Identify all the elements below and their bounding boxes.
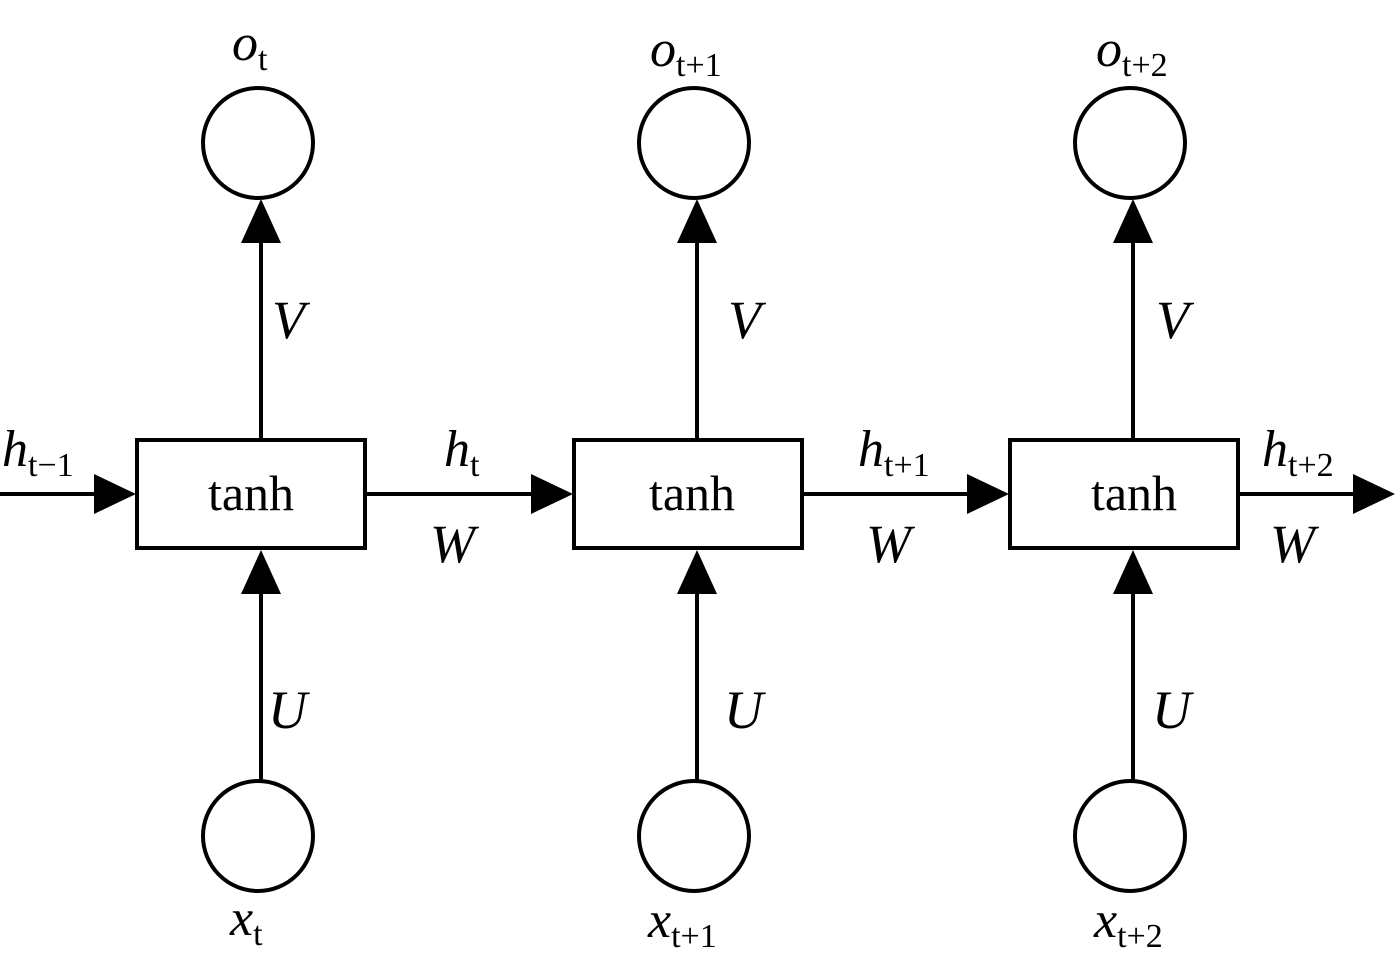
weight-u-label-1: U — [724, 680, 766, 740]
input-node-0 — [201, 779, 315, 893]
output-node-1 — [637, 86, 751, 200]
weight-v-label-0: V — [272, 290, 311, 350]
recurrent-arrowhead-1 — [967, 474, 1009, 514]
input-arrowhead-0 — [241, 550, 281, 594]
weight-w-label-0: W — [430, 514, 480, 574]
output-label-1: ot+1 — [650, 21, 722, 84]
input-arrowhead-2 — [1113, 550, 1153, 594]
input-arrowhead-1 — [677, 550, 717, 594]
rnn-cell-2: ot+2 V tanh xt+2 U ht+2 W — [1008, 21, 1395, 955]
hidden-label-2: ht+2 — [1262, 421, 1334, 484]
output-label-2: ot+2 — [1096, 21, 1168, 84]
tanh-label-2: tanh — [1091, 465, 1177, 521]
output-label-0: ot — [232, 15, 268, 78]
output-node-0 — [201, 86, 315, 200]
tanh-label-0: tanh — [208, 465, 294, 521]
weight-u-label-2: U — [1152, 680, 1194, 740]
recurrent-arrowhead-0 — [531, 474, 573, 514]
weight-w-label-1: W — [866, 514, 916, 574]
output-arrowhead-0 — [241, 199, 281, 243]
output-arrowhead-1 — [677, 199, 717, 243]
rnn-cell-0: ot V tanh xt U ht W — [135, 15, 573, 953]
input-label-2: xt+2 — [1093, 892, 1163, 955]
weight-w-label-2: W — [1270, 514, 1320, 574]
initial-hidden-label: ht−1 — [2, 421, 74, 484]
output-arrowhead-2 — [1113, 199, 1153, 243]
output-node-2 — [1073, 86, 1187, 200]
hidden-label-1: ht+1 — [858, 421, 930, 484]
input-node-2 — [1073, 779, 1187, 893]
hidden-label-0: ht — [444, 421, 480, 484]
rnn-cell-1: ot+1 V tanh xt+1 U ht+1 W — [572, 21, 1009, 955]
tanh-label-1: tanh — [649, 465, 735, 521]
input-node-1 — [637, 779, 751, 893]
recurrent-arrowhead-2 — [1353, 474, 1395, 514]
initial-hidden-arrowhead — [94, 474, 136, 514]
input-label-0: xt — [229, 890, 263, 953]
initial-hidden-input: ht−1 — [0, 421, 136, 514]
weight-v-label-2: V — [1156, 290, 1195, 350]
weight-u-label-0: U — [268, 680, 310, 740]
weight-v-label-1: V — [728, 290, 767, 350]
input-label-1: xt+1 — [647, 892, 717, 955]
